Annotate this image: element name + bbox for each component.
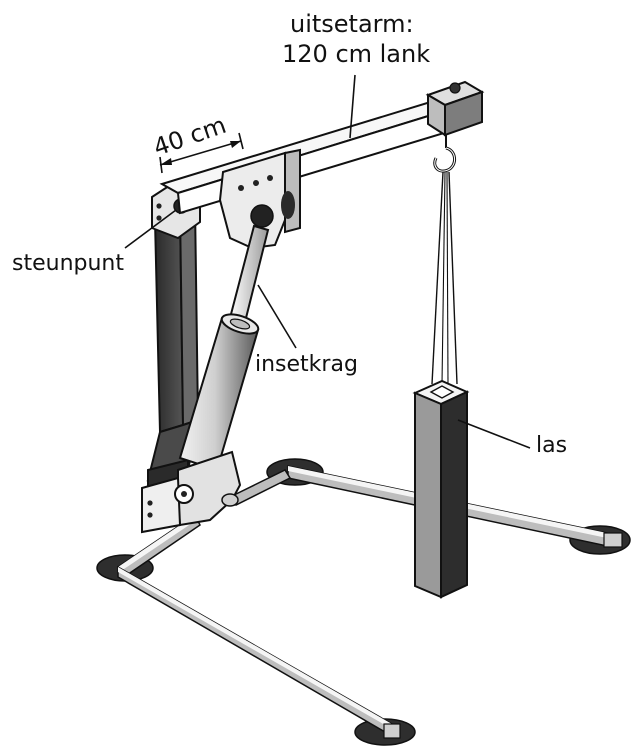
label-pivot: steunpunt xyxy=(12,251,124,276)
load-right-face xyxy=(440,390,468,599)
leader-pivot xyxy=(124,209,177,249)
base-bracket xyxy=(141,450,242,534)
label-boom-line1: uitsetarm: xyxy=(290,10,414,38)
leader-force xyxy=(257,284,297,349)
ram-mount-plate xyxy=(218,148,301,250)
hook xyxy=(433,135,456,173)
load-left-face xyxy=(414,391,442,599)
base-legs xyxy=(96,458,631,746)
mast xyxy=(146,203,200,497)
label-boom-line2: 120 cm lank xyxy=(282,40,430,68)
leader-boom xyxy=(349,74,356,139)
label-force: insetkrag xyxy=(255,352,358,377)
mast-side-face xyxy=(178,203,200,427)
ram-top-bolt xyxy=(250,204,274,228)
boom-end-knob xyxy=(449,82,461,94)
label-dimension: 40 cm xyxy=(150,111,230,162)
boom-end xyxy=(425,80,485,137)
dimension-40cm xyxy=(159,132,244,174)
sling xyxy=(431,171,458,385)
load-block xyxy=(412,379,470,599)
mast-front-face xyxy=(153,208,185,434)
leader-load xyxy=(457,419,531,449)
label-load: las xyxy=(536,433,567,458)
